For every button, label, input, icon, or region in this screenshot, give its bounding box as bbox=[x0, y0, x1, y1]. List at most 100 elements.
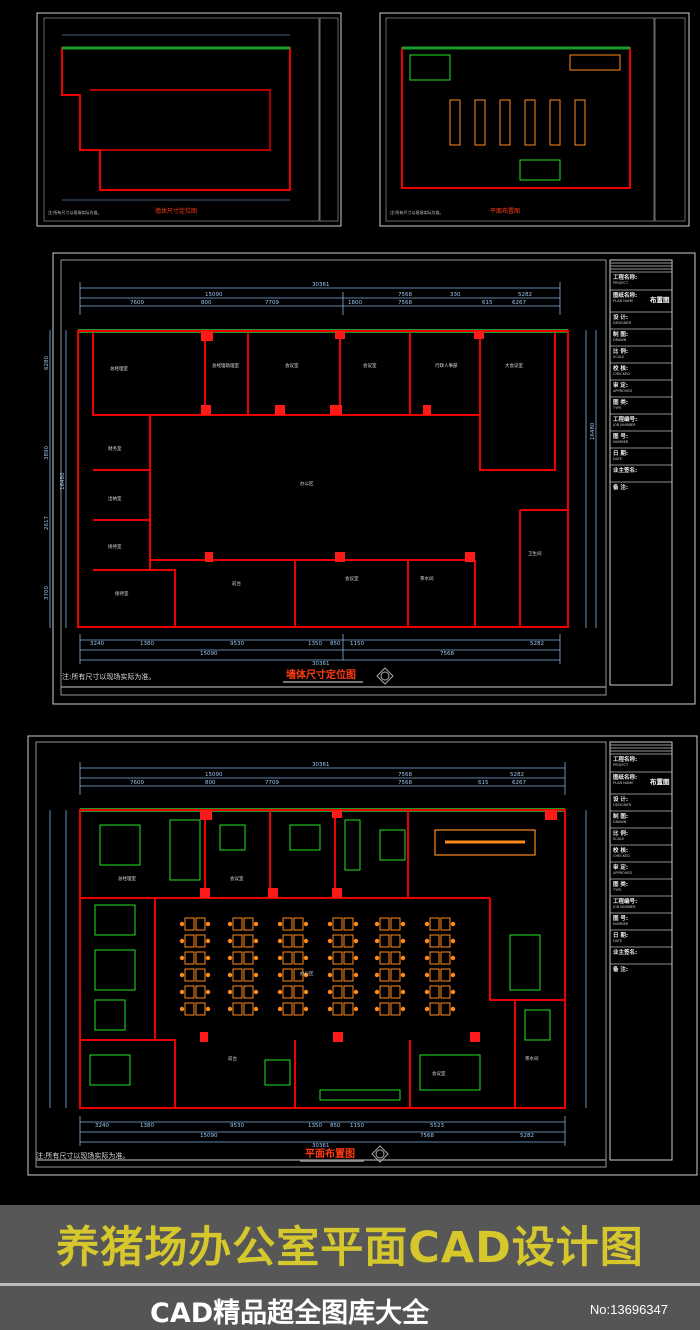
workstation-desk bbox=[379, 934, 390, 948]
title-block-label-en: DESIGNER bbox=[613, 803, 632, 807]
chair bbox=[303, 972, 309, 978]
workstation-desk bbox=[379, 917, 390, 931]
title-block-label-en: SCALE bbox=[613, 355, 624, 359]
workstation-desk bbox=[232, 985, 243, 999]
workstation-desk bbox=[429, 934, 440, 948]
title-block-label-en: APPROVED bbox=[613, 871, 632, 875]
room-label: 办公区 bbox=[300, 480, 314, 487]
workstation-desk bbox=[332, 985, 343, 999]
chair bbox=[424, 921, 430, 927]
title-block-label: 工程编号: bbox=[613, 897, 637, 905]
workstation-desk bbox=[499, 99, 511, 146]
workstation-desk bbox=[243, 1002, 254, 1016]
workstation-desk bbox=[332, 1002, 343, 1016]
workstation-desk bbox=[243, 917, 254, 931]
room-label: 接待室 bbox=[115, 590, 129, 597]
workstation-desk bbox=[343, 985, 354, 999]
title-block-label: 工程编号: bbox=[613, 415, 637, 423]
chair bbox=[303, 989, 309, 995]
chair bbox=[400, 955, 406, 961]
title-block-label: 制 图: bbox=[613, 330, 628, 338]
workstation-desk bbox=[440, 951, 451, 965]
title-block-label: 比 例: bbox=[613, 347, 628, 355]
chair bbox=[400, 921, 406, 927]
dimension-label: 6280 bbox=[44, 356, 50, 370]
room-label: 茶水间 bbox=[525, 1055, 539, 1062]
title-block-label: 日 期: bbox=[613, 931, 628, 939]
room-label: 前台 bbox=[232, 580, 241, 587]
chair bbox=[450, 972, 456, 978]
chair bbox=[450, 921, 456, 927]
chair bbox=[179, 1006, 185, 1012]
workstation-desk bbox=[195, 1002, 206, 1016]
room-label: 大会议室 bbox=[505, 362, 523, 369]
drawing-note: 注:所有尺寸以现场实际为准。 bbox=[62, 672, 155, 681]
workstation-desk bbox=[343, 968, 354, 982]
title-block-label: 审 定: bbox=[613, 381, 628, 389]
dimension-label: 7600 bbox=[130, 780, 144, 786]
room-label: 总经理室 bbox=[118, 875, 136, 882]
workstation-desk bbox=[195, 968, 206, 982]
dimension-label: 7568 bbox=[398, 300, 412, 306]
workstation-desk bbox=[343, 951, 354, 965]
chair bbox=[205, 938, 211, 944]
workstation-desk bbox=[282, 1002, 293, 1016]
dimension-label: 5523 bbox=[430, 1123, 444, 1129]
chair bbox=[327, 921, 333, 927]
title-block-label: 图 号: bbox=[613, 432, 628, 440]
title-block-label: 图 类: bbox=[613, 398, 628, 406]
workstation-desk bbox=[282, 917, 293, 931]
title-block-label-en: PROJECT bbox=[613, 763, 629, 767]
title-block-label-en: JOB NUMBER bbox=[612, 905, 636, 909]
chair bbox=[400, 938, 406, 944]
chair bbox=[303, 921, 309, 927]
workstation-desk bbox=[243, 968, 254, 982]
north-compass-icon bbox=[376, 667, 394, 685]
workstation-desk bbox=[232, 1002, 243, 1016]
title-block-label: 工程名称: bbox=[613, 273, 637, 281]
dimension-label: 7568 bbox=[440, 651, 454, 657]
workstation-desks bbox=[179, 917, 456, 1016]
chair bbox=[374, 989, 380, 995]
dimension-label: 9530 bbox=[230, 1123, 244, 1129]
workstation-desk bbox=[293, 968, 304, 982]
room-label: 会议室 bbox=[285, 362, 299, 369]
dimension-label: 1350 bbox=[308, 641, 322, 647]
title-block-label: 图 号: bbox=[613, 914, 628, 922]
chair bbox=[179, 921, 185, 927]
workstation-desk bbox=[343, 917, 354, 931]
chair bbox=[424, 972, 430, 978]
dimension-label: 15090 bbox=[205, 292, 223, 298]
divider bbox=[0, 1283, 700, 1286]
chair bbox=[303, 938, 309, 944]
workstation-desk bbox=[282, 985, 293, 999]
workstation-desk bbox=[293, 917, 304, 931]
workstation-desk bbox=[232, 951, 243, 965]
workstation-desk bbox=[440, 917, 451, 931]
title-block-label-en: CHECKED bbox=[613, 372, 630, 376]
workstation-desk bbox=[429, 917, 440, 931]
room-label: 前台 bbox=[228, 1055, 237, 1062]
dimension-label: 15090 bbox=[200, 1133, 218, 1139]
workstation-desk bbox=[184, 1002, 195, 1016]
title-block-label: 业主签名: bbox=[613, 466, 637, 474]
title-block-label: 备 注: bbox=[612, 965, 628, 973]
dimension-label: 615 bbox=[478, 780, 489, 786]
subtitle-bar: CAD精品超全图库大全 No:13696347 bbox=[0, 1286, 700, 1330]
chair bbox=[179, 989, 185, 995]
chair bbox=[205, 1006, 211, 1012]
thumbnail-wall-plan: 墙体尺寸定位图 注:所有尺寸以现场实际为准。 bbox=[36, 12, 342, 227]
workstation-desk bbox=[390, 934, 401, 948]
chair bbox=[353, 938, 359, 944]
dimension-label: 30361 bbox=[312, 661, 330, 667]
dimension-label: 16480 bbox=[590, 422, 596, 440]
dimension-label: 1380 bbox=[140, 1123, 154, 1129]
room-label: 财务室 bbox=[108, 445, 122, 452]
chair bbox=[374, 938, 380, 944]
chair bbox=[374, 972, 380, 978]
workstation-desk bbox=[429, 968, 440, 982]
room-label: 会议室 bbox=[230, 875, 244, 882]
room-label: 卫生间 bbox=[528, 550, 542, 557]
